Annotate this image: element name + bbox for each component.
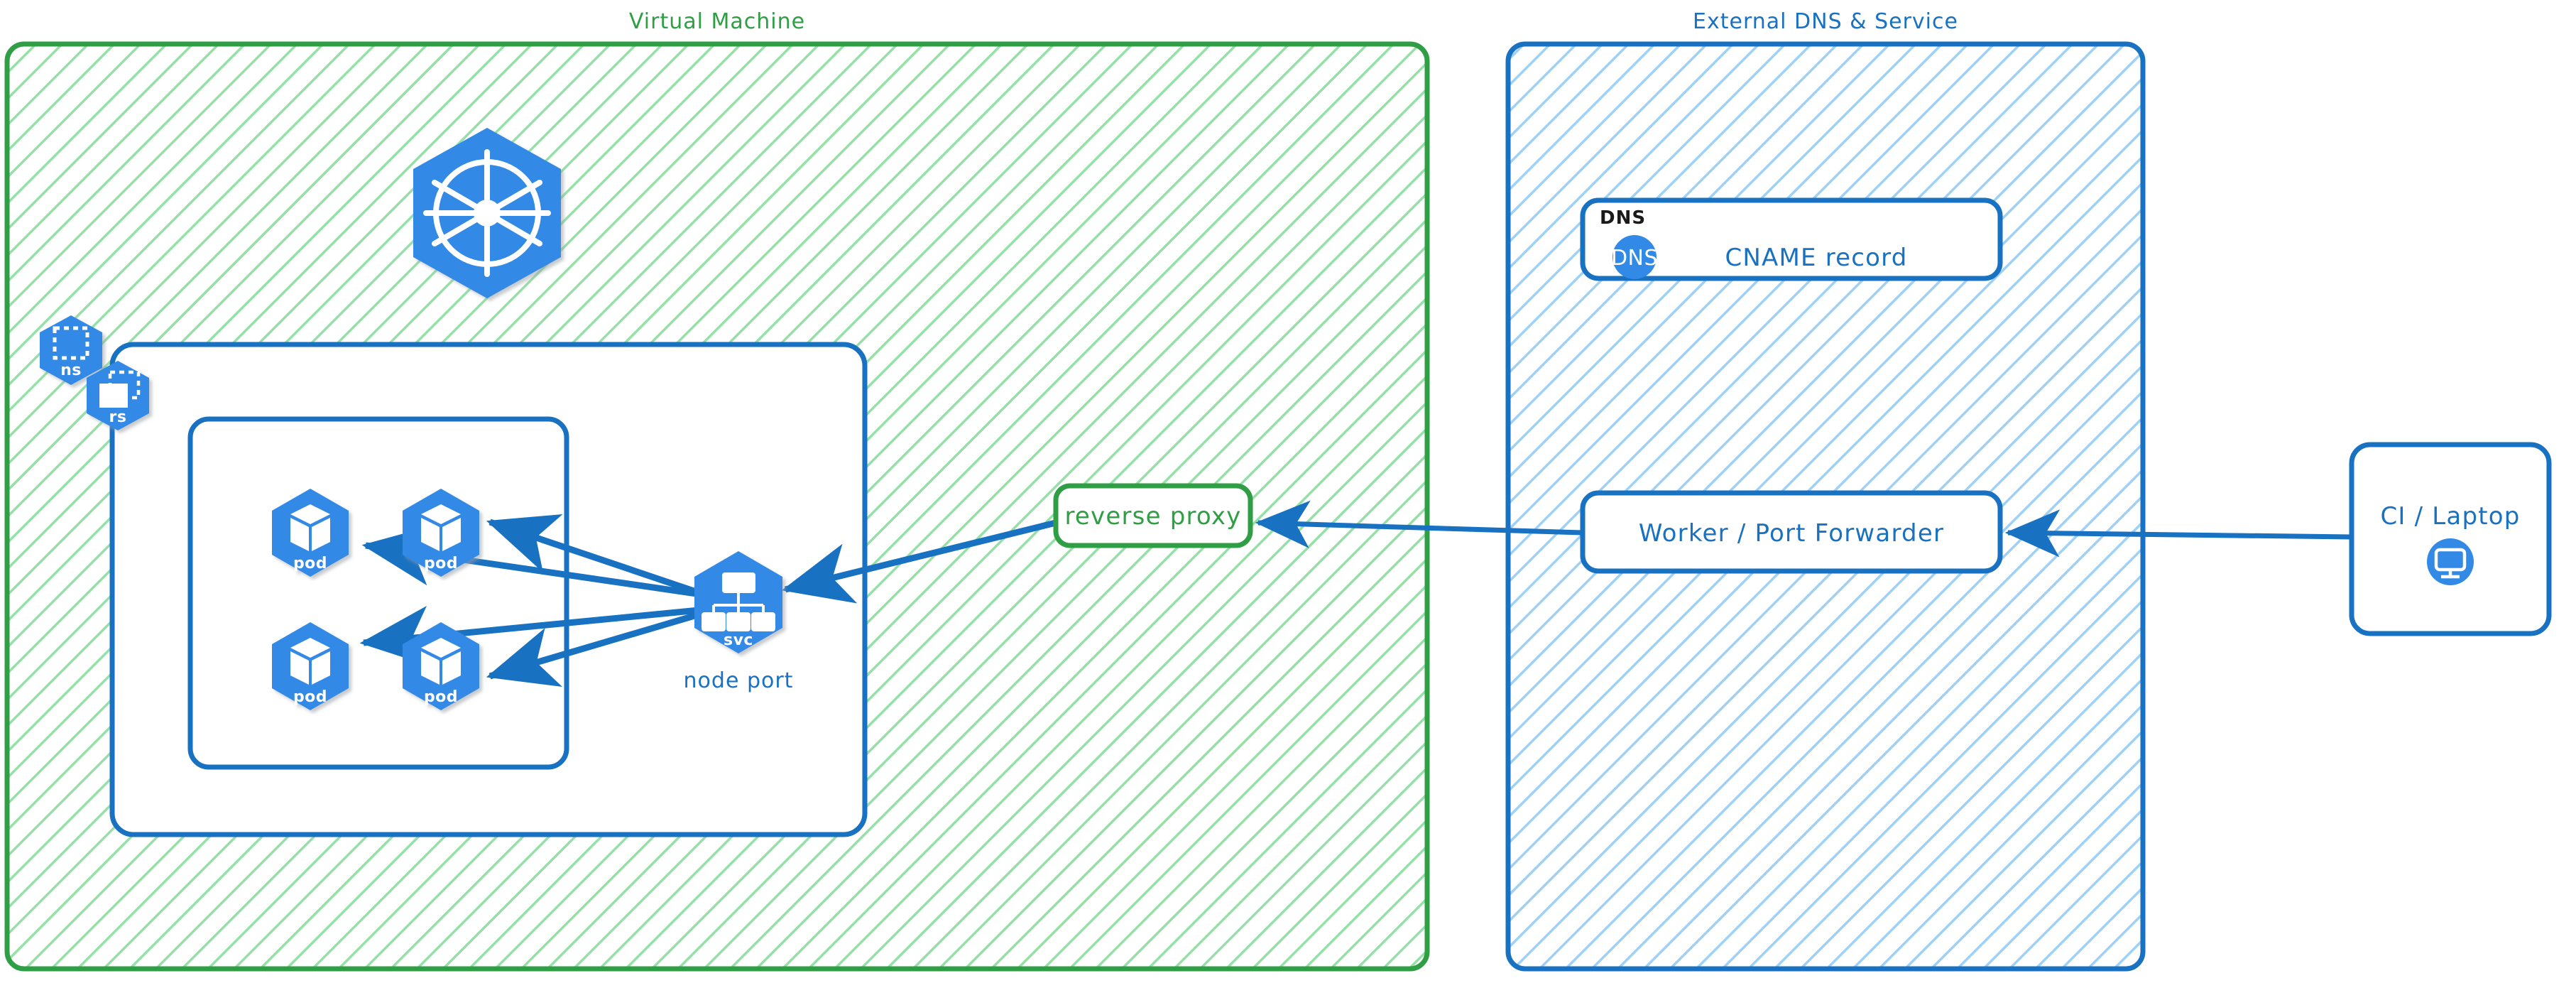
pod-4[interactable]: pod	[403, 622, 479, 710]
arrow-worker-to-reverse-proxy	[1255, 500, 1583, 548]
worker-port-forwarder-box[interactable]: Worker / Port Forwarder	[1580, 490, 2003, 574]
service-nodeport[interactable]: svc	[694, 551, 782, 653]
replicaset-box[interactable]	[187, 416, 569, 770]
pod-label: pod	[293, 555, 327, 572]
kubernetes-logo	[413, 128, 561, 298]
reverse-proxy-box[interactable]: reverse proxy	[1053, 483, 1253, 548]
desktop-monitor-icon	[2427, 538, 2474, 585]
group-title-external-dns-service: External DNS & Service	[1693, 9, 1958, 34]
pod-hexagon	[272, 622, 349, 710]
namespace-icon	[53, 326, 89, 360]
ci-laptop-box[interactable]: CI / Laptop	[2349, 442, 2552, 636]
arrow-ci-laptop-to-worker	[2004, 509, 2352, 558]
pod-1[interactable]: pod	[272, 489, 349, 577]
pod-label: pod	[293, 688, 327, 706]
dns-tag-label: DNS	[1600, 207, 1646, 229]
replicaset-icon	[99, 384, 128, 408]
pod-2[interactable]: pod	[403, 489, 479, 577]
replicaset-badge-label: rs	[109, 408, 127, 426]
worker-port-forwarder-label: Worker / Port Forwarder	[1639, 519, 1944, 548]
ci-laptop-label: CI / Laptop	[2380, 502, 2520, 531]
pod-cube-icon	[290, 638, 330, 685]
dns-circle-icon-label: DNS	[1611, 246, 1658, 271]
node-port-caption: node port	[684, 668, 794, 693]
arrow-svc-to-pod-2	[486, 514, 708, 599]
pod-3[interactable]: pod	[272, 622, 349, 710]
reverse-proxy-label: reverse proxy	[1064, 502, 1241, 531]
dns-circle-icon: DNS	[1611, 235, 1658, 279]
arrow-svc-to-pod-4	[486, 609, 708, 687]
pod-cube-icon	[421, 638, 461, 685]
cname-record-frame	[1580, 197, 2003, 281]
service-label: svc	[724, 631, 753, 649]
cname-record-label: CNAME record	[1725, 244, 1907, 272]
cname-record-card[interactable]: DNS DNS CNAME record	[1580, 197, 2003, 281]
pod-cube-icon	[290, 504, 330, 551]
group-title-virtual-machine: Virtual Machine	[629, 9, 805, 34]
reverse-proxy-frame	[1053, 483, 1253, 548]
pod-hexagon	[403, 489, 479, 577]
pod-label: pod	[424, 555, 458, 572]
replicaset-badge[interactable]: rs	[87, 361, 149, 430]
pod-hexagon	[403, 622, 479, 710]
pod-label: pod	[424, 688, 458, 706]
namespace-badge-label: ns	[60, 362, 82, 379]
kubernetes-wheel-icon	[423, 149, 551, 277]
worker-port-forwarder-frame	[1580, 490, 2003, 574]
group-external-dns-service: External DNS & Service	[1505, 9, 2146, 972]
arrow-reverse-proxy-to-svc	[781, 519, 1057, 604]
service-tree-icon	[702, 572, 775, 631]
namespace-badge[interactable]: ns	[40, 315, 102, 385]
pod-hexagon	[272, 489, 349, 577]
pod-cube-icon	[421, 504, 461, 551]
